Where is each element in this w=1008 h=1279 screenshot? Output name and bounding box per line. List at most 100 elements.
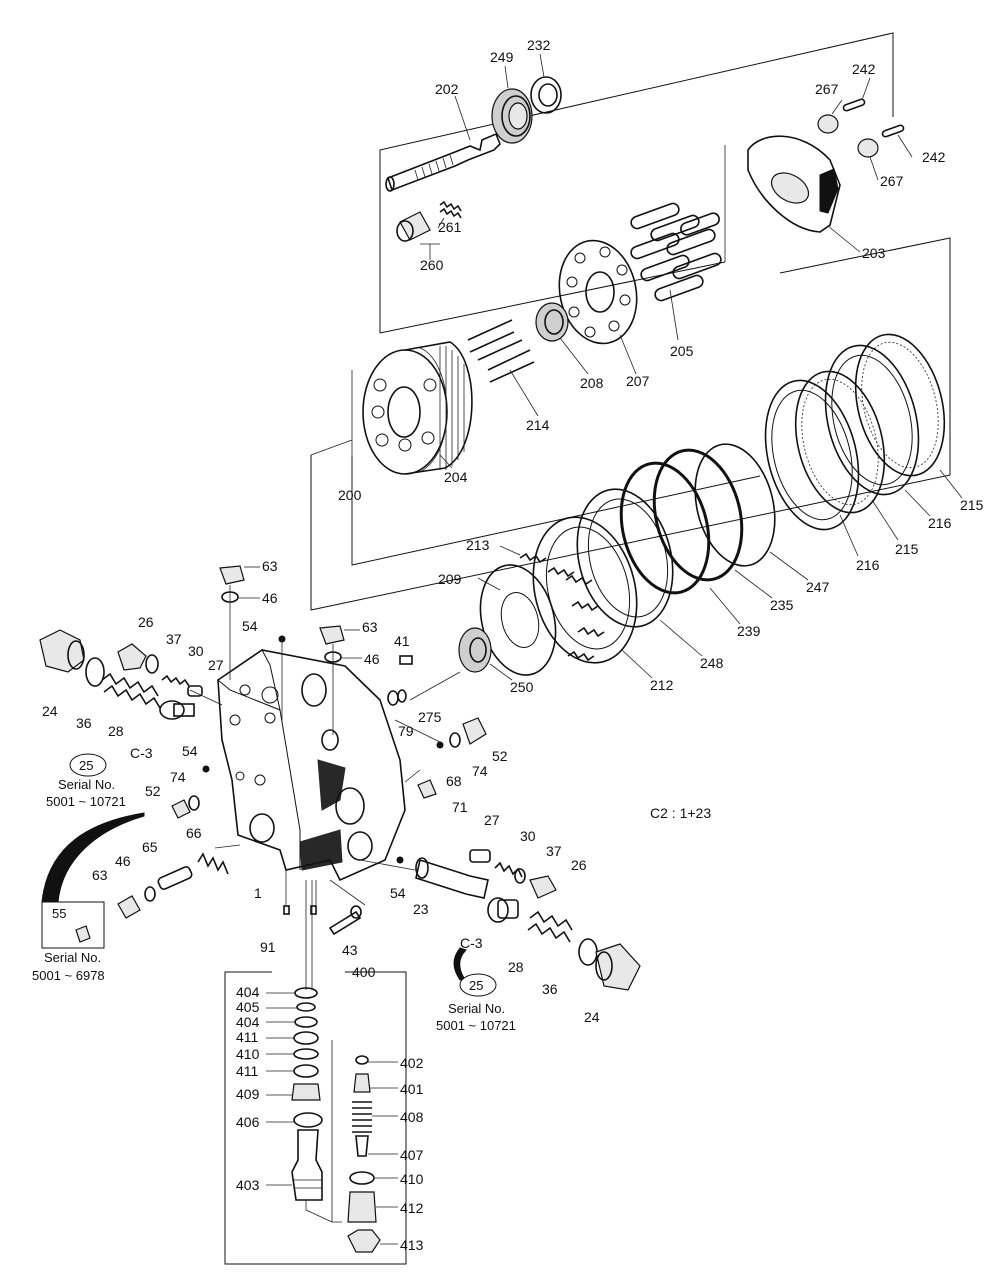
- bolt-43: [328, 905, 362, 936]
- callout-261: 261: [438, 219, 462, 235]
- ball-54-left: [202, 765, 210, 773]
- callout-54: 54: [182, 743, 198, 759]
- callout-404: 404: [236, 1014, 260, 1030]
- spool-27-right: [469, 849, 491, 863]
- o-ring-239: [619, 461, 711, 595]
- callout-54: 54: [390, 885, 406, 901]
- o-ring-74-left: [188, 795, 200, 811]
- callout-37: 37: [166, 631, 182, 647]
- piston-260: [396, 211, 431, 242]
- spool-65: [157, 866, 193, 890]
- callout-275: 275: [418, 709, 442, 725]
- callout-91: 91: [260, 939, 276, 955]
- check-c3-left: [159, 700, 195, 720]
- plug-55: [75, 925, 91, 943]
- callout-54: 54: [242, 618, 258, 634]
- callout-36: 36: [76, 715, 92, 731]
- callout-212: 212: [650, 677, 674, 693]
- plug-63-mid: [319, 625, 345, 645]
- serial-note-left: 25 Serial No. 5001 ~ 10721: [46, 753, 126, 809]
- callout-202: 202: [435, 81, 459, 97]
- cylinder-block-204: [362, 341, 473, 475]
- o-ring-36-left: [85, 657, 105, 687]
- spring-66: [197, 852, 229, 875]
- callout-411: 411: [236, 1063, 259, 1079]
- serial-ref: 25: [79, 758, 93, 773]
- callout-74: 74: [170, 769, 186, 785]
- callout-267: 267: [815, 81, 839, 97]
- assembly-400-parts: [291, 987, 381, 1253]
- serial-note-right: 25 Serial No. 5001 ~ 10721: [436, 973, 516, 1033]
- callout-216: 216: [856, 557, 880, 573]
- callout-232: 232: [527, 37, 551, 53]
- callout-412: 412: [400, 1200, 424, 1216]
- callout-406: 406: [236, 1114, 260, 1130]
- callout-c3: C-3: [460, 935, 483, 951]
- callout-267: 267: [880, 173, 904, 189]
- callout-410: 410: [236, 1046, 260, 1062]
- callout-204: 204: [444, 469, 468, 485]
- callout-405: 405: [236, 999, 260, 1015]
- callout-63: 63: [262, 558, 278, 574]
- callout-46: 46: [115, 853, 131, 869]
- assembly-400-frame: [224, 971, 407, 1265]
- pivot-267-lower: [857, 138, 879, 158]
- callout-213: 213: [466, 537, 490, 553]
- o-ring-36-right: [578, 938, 598, 966]
- serial-range: 5001 ~ 6978: [32, 968, 105, 983]
- separator-plate-216-front: [764, 379, 860, 531]
- callout-66: 66: [186, 825, 202, 841]
- callout-27: 27: [484, 812, 500, 828]
- pin-242-lower: [881, 124, 905, 138]
- callout-247: 247: [806, 579, 830, 595]
- callout-214: 214: [526, 417, 550, 433]
- brake-piston-248: [576, 488, 674, 628]
- callout-c3: C-3: [130, 745, 153, 761]
- housing-1: [217, 649, 406, 882]
- bush-208: [535, 302, 569, 342]
- callout-409: 409: [236, 1086, 260, 1102]
- callout-413: 413: [400, 1237, 424, 1253]
- assembly-400-label: 400: [352, 964, 376, 980]
- callout-249: 249: [490, 49, 514, 65]
- callout-250: 250: [510, 679, 534, 695]
- serial-range: 5001 ~ 10721: [436, 1018, 516, 1033]
- callout-41: 41: [394, 633, 410, 649]
- plug-63-top: [219, 565, 245, 585]
- spool-23: [415, 857, 489, 899]
- ratio-note: C2 : 1+23: [650, 805, 711, 821]
- o-ring-74-right: [449, 732, 461, 748]
- retainer-plate-207: [558, 239, 638, 345]
- screws-91: [283, 905, 317, 915]
- o-ring-37-right: [514, 868, 526, 884]
- serial-ref: 25: [469, 978, 483, 993]
- o-ring-79: [397, 689, 407, 703]
- callout-79: 79: [398, 723, 414, 739]
- pistons-205: [630, 202, 722, 302]
- pin-242-upper: [842, 98, 866, 112]
- callout-28: 28: [108, 723, 124, 739]
- orifice-41: [399, 655, 413, 665]
- drive-shaft-202: [385, 132, 501, 192]
- callout-239: 239: [737, 623, 761, 639]
- valve-plate-209: [479, 564, 557, 676]
- separator-plate-216-back: [824, 344, 920, 496]
- callout-52: 52: [492, 748, 508, 764]
- callout-24: 24: [584, 1009, 600, 1025]
- spring-28-right: [527, 910, 573, 943]
- callout-27: 27: [208, 657, 224, 673]
- plug-52-left: [171, 799, 191, 819]
- spring-30-left: [161, 674, 190, 687]
- callout-407: 407: [400, 1147, 424, 1163]
- serial-note-55: 55 Serial No. 5001 ~ 6978: [32, 906, 105, 983]
- callout-215: 215: [960, 497, 984, 513]
- callout-402: 402: [400, 1055, 424, 1071]
- group-frames: [310, 32, 951, 611]
- callout-63: 63: [362, 619, 378, 635]
- callout-410: 410: [400, 1171, 424, 1187]
- callout-46: 46: [262, 590, 278, 606]
- callout-242: 242: [922, 149, 946, 165]
- serial-range: 5001 ~ 10721: [46, 794, 126, 809]
- callout-43: 43: [342, 942, 358, 958]
- callout-52: 52: [145, 783, 161, 799]
